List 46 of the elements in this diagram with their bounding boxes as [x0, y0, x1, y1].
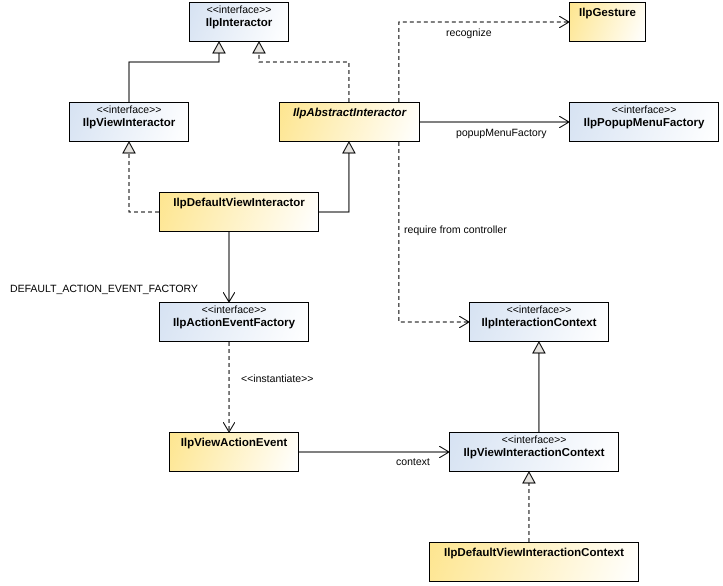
stereotype-label: <<interface>> — [96, 104, 162, 116]
realization-arrow — [522, 472, 536, 542]
interface-box — [449, 432, 619, 472]
dependency-arrow — [398, 142, 470, 328]
interface-box — [569, 102, 719, 142]
generalization-arrow — [318, 142, 356, 212]
class-name: IlpPopupMenuFactory — [582, 116, 706, 130]
class-box — [279, 102, 420, 142]
interface-box — [469, 302, 609, 342]
stereotype-label: <<interface>> — [500, 434, 568, 446]
class-name: IlpViewInteractionContext — [462, 446, 606, 460]
edge-label: require from controller — [403, 224, 508, 236]
association-arrow — [222, 232, 236, 302]
generalization-arrow — [532, 342, 546, 432]
class-name: IlpGesture — [578, 6, 637, 20]
class-box — [169, 432, 299, 472]
class-box — [569, 2, 646, 42]
class-name: IlpActionEventFactory — [172, 316, 296, 330]
class-name: IlpDefaultViewInteractionContext — [443, 546, 625, 560]
class-box — [159, 192, 319, 232]
interface-box — [159, 302, 309, 342]
class-name: IlpAbstractInteractor — [292, 106, 408, 120]
stereotype-label: <<interface>> — [610, 104, 678, 116]
association-arrow — [298, 446, 450, 458]
stereotype-label: <<interface>> — [200, 304, 268, 316]
class-name: IlpDefaultViewInteractor — [172, 196, 306, 210]
edge-label: context — [395, 456, 431, 468]
edge-label: <<instantiate>> — [240, 373, 314, 385]
class-name: IlpInteractor — [204, 16, 274, 30]
interface-box — [69, 102, 189, 142]
realization-arrow — [122, 142, 160, 212]
class-name: IlpInteractionContext — [480, 316, 598, 330]
dependency-arrow — [222, 342, 236, 432]
generalization-arrow — [128, 42, 226, 102]
stereotype-label: <<interface>> — [506, 304, 572, 316]
class-name: IlpViewActionEvent — [180, 436, 288, 450]
edge-label: recognize — [445, 27, 493, 39]
interface-box — [189, 2, 289, 42]
realization-arrow — [252, 42, 350, 102]
edge-label: popupMenuFactory — [455, 127, 548, 139]
association-arrow — [420, 116, 570, 128]
stereotype-label: <<interface>> — [206, 4, 272, 16]
edge-label: DEFAULT_ACTION_EVENT_FACTORY — [9, 283, 199, 295]
class-name: IlpViewInteractor — [82, 116, 176, 130]
class-box — [429, 542, 639, 582]
dependency-arrow — [398, 16, 570, 102]
